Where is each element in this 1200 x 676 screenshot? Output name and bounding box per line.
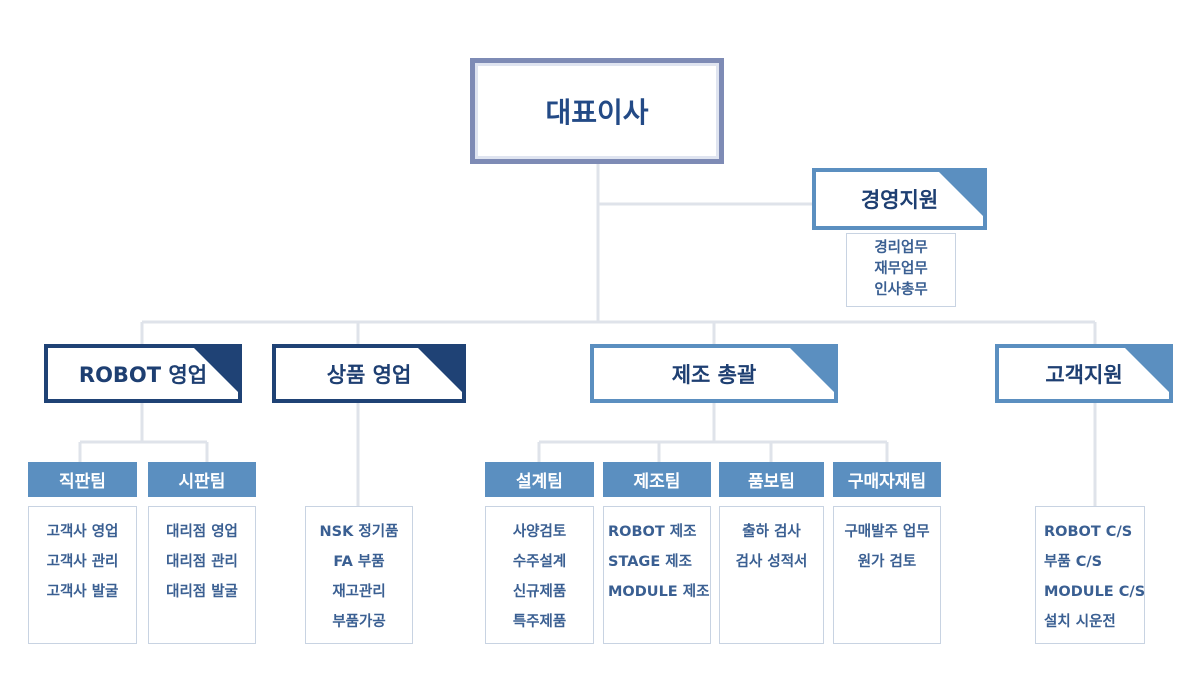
- list-item: 재무업무: [874, 261, 928, 277]
- ceo-label: 대표이사: [545, 96, 649, 129]
- list-market-sales: 대리점 영업 대리점 관리 대리점 발굴: [148, 506, 256, 644]
- team-manufacturing: 제조팀: [603, 462, 711, 497]
- management-support-list: 경리업무 재무업무 인사총무: [846, 233, 956, 307]
- list-item: 특주제품: [512, 614, 567, 630]
- list-item: 검사 성적서: [735, 554, 808, 570]
- list-item: 대리점 발굴: [166, 584, 238, 600]
- list-product-sales: NSK 정기품 FA 부품 재고관리 부품가공: [305, 506, 413, 644]
- list-item: MODULE C/S: [1044, 584, 1146, 600]
- dept-product-sales: 상품 영업: [272, 344, 466, 403]
- list-purchasing: 구매발주 업무 원가 검토: [833, 506, 941, 644]
- team-quality: 품보팀: [719, 462, 824, 497]
- management-support-box: 경영지원: [812, 168, 987, 230]
- list-item: 재고관리: [332, 584, 386, 600]
- list-item: 대리점 영업: [166, 524, 238, 540]
- team-direct-sales: 직판팀: [28, 462, 137, 497]
- team-label: 제조팀: [633, 472, 681, 492]
- management-support-label: 경영지원: [860, 188, 939, 212]
- list-item: 부품 C/S: [1044, 554, 1103, 570]
- list-item: 고객사 발굴: [46, 584, 119, 600]
- list-item: 출하 검사: [742, 524, 801, 540]
- list-item: ROBOT C/S: [1044, 524, 1133, 540]
- list-item: 원가 검토: [857, 554, 917, 570]
- list-direct-sales: 고객사 영업 고객사 관리 고객사 발굴: [28, 506, 137, 644]
- team-label: 설계팀: [516, 472, 563, 492]
- list-item: 고객사 영업: [46, 524, 119, 540]
- team-label: 직판팀: [59, 472, 106, 492]
- list-item: 대리점 관리: [166, 554, 238, 570]
- dept-label: 제조 총괄: [671, 362, 757, 387]
- list-item: 신규제품: [512, 584, 567, 600]
- list-item: MODULE 제조: [608, 584, 710, 600]
- list-design: 사양검토 수주설계 신규제품 특주제품: [485, 506, 594, 644]
- list-item: 설치 시운전: [1044, 614, 1116, 630]
- list-item: STAGE 제조: [608, 554, 692, 570]
- list-manufacturing: ROBOT 제조 STAGE 제조 MODULE 제조: [603, 506, 711, 644]
- ceo-box: 대표이사: [470, 58, 724, 164]
- dept-manufacturing: 제조 총괄: [590, 344, 838, 403]
- dept-label: 고객지원: [1045, 362, 1123, 387]
- list-item: 구매발주 업무: [844, 524, 930, 540]
- dept-robot-sales: ROBOT 영업: [44, 344, 242, 403]
- list-item: 수주설계: [512, 554, 567, 570]
- list-item: ROBOT 제조: [608, 524, 697, 540]
- list-item: NSK 정기품: [319, 524, 399, 540]
- list-item: 경리업무: [874, 240, 928, 256]
- list-item: FA 부품: [333, 554, 385, 570]
- team-design: 설계팀: [485, 462, 594, 497]
- dept-customer-support: 고객지원: [995, 344, 1173, 403]
- dept-label: ROBOT 영업: [78, 362, 208, 387]
- list-customer-support: ROBOT C/S 부품 C/S MODULE C/S 설치 시운전: [1035, 506, 1145, 644]
- team-label: 품보팀: [748, 472, 795, 492]
- list-item: 부품가공: [332, 614, 386, 630]
- team-label: 구매자재팀: [847, 472, 927, 492]
- team-purchasing: 구매자재팀: [833, 462, 941, 497]
- team-label: 시판팀: [178, 472, 226, 492]
- list-item: 고객사 관리: [46, 554, 119, 570]
- dept-label: 상품 영업: [326, 362, 412, 387]
- list-item: 인사총무: [874, 282, 928, 298]
- team-market-sales: 시판팀: [148, 462, 256, 497]
- list-item: 사양검토: [512, 524, 567, 540]
- list-quality: 출하 검사 검사 성적서: [719, 506, 824, 644]
